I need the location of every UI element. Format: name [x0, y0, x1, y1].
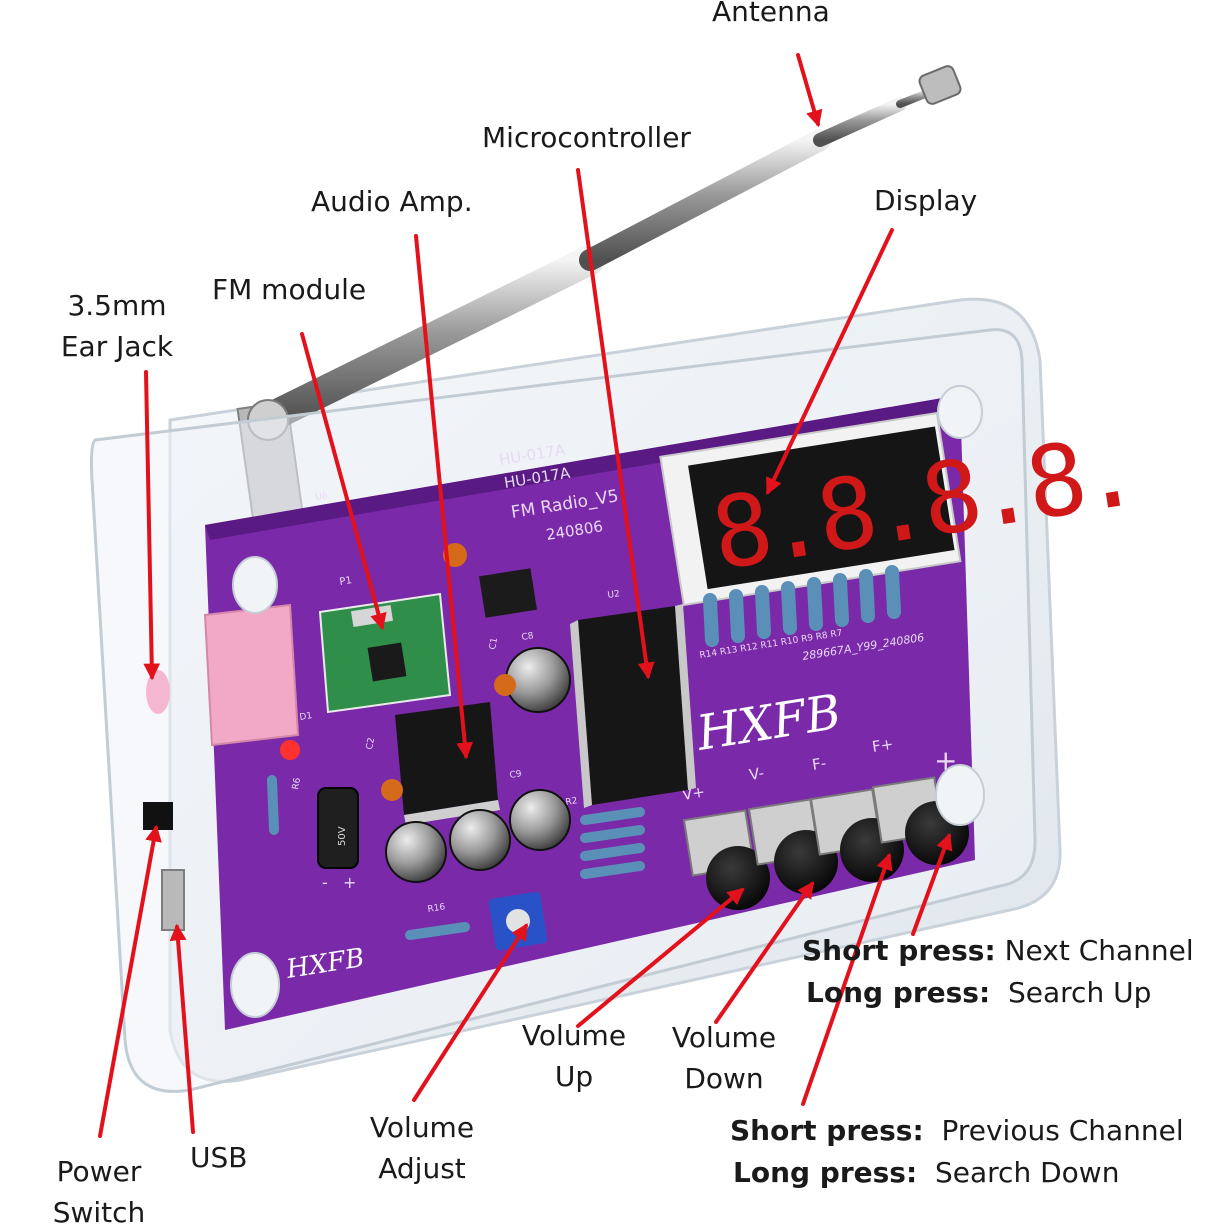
label-usb: USB [190, 1141, 248, 1174]
resistor-group [267, 775, 645, 940]
arrow-antenna [796, 53, 823, 128]
arrow-audio-amp [414, 234, 474, 760]
arrow-power-switch [98, 824, 162, 1138]
pcb-d1: D1 [299, 711, 313, 723]
arrow-volume-down [714, 881, 814, 1024]
prev-long-key: Long press: [733, 1156, 918, 1189]
prev-channel-long: Long press: Search Down [730, 1152, 1184, 1194]
pcb-cap-minus: - [322, 873, 328, 892]
next-long-key: Long press: [806, 976, 991, 1009]
pcb-r6: R6 [291, 777, 303, 791]
pcb-r2: R2 [565, 796, 578, 808]
prev-channel-description: Short press: Previous Channel Long press… [730, 1110, 1184, 1194]
prev-short-value: Previous Channel [941, 1114, 1184, 1147]
pcb-u6: U6 [315, 491, 329, 503]
label-vol-down-line2: Down [684, 1062, 764, 1096]
pcb-btn-vminus: V- [748, 764, 765, 784]
label-ear-jack: 3.5mm Ear Jack [52, 289, 182, 364]
label-vol-up-line1: Volume [521, 1019, 627, 1052]
fm-module [318, 592, 452, 714]
label-ear-jack-line1: 3.5mm [67, 289, 167, 322]
label-power-line1: Power [56, 1155, 142, 1188]
arrow-usb [169, 923, 195, 1134]
label-vol-adjust-line2: Adjust [378, 1152, 466, 1186]
audio-amp-chip [395, 702, 500, 825]
next-channel-short: Short press: Next Channel [802, 930, 1194, 972]
next-channel-long: Long press: Search Up [802, 972, 1194, 1014]
arrow-display [766, 228, 894, 496]
button-volume-down[interactable] [747, 798, 838, 894]
label-ear-jack-line2: Ear Jack [60, 330, 174, 364]
voltage-regulator [479, 568, 537, 618]
capacitor [449, 809, 511, 871]
label-antenna: Antenna [712, 0, 830, 28]
pcb-btn-fminus: F- [811, 754, 828, 774]
capacitor [509, 789, 571, 851]
pcb-edge [205, 395, 965, 540]
arrow-prev-channel [801, 852, 893, 1106]
prev-long-value: Search Down [935, 1156, 1120, 1189]
pcb-c9: C9 [509, 769, 523, 781]
label-vol-down-line1: Volume [671, 1021, 777, 1054]
mounting-post [230, 385, 985, 1018]
arrow-next-channel [911, 832, 953, 936]
ceramic-capacitor [381, 779, 403, 801]
usb-port [161, 869, 185, 931]
label-power-switch: Power Switch [40, 1155, 158, 1229]
power-switch [143, 802, 173, 830]
next-channel-description: Short press: Next Channel Long press: Se… [802, 930, 1194, 1014]
button-volume-up[interactable] [682, 809, 770, 910]
resistor-array [703, 565, 901, 647]
arrow-volume-up [576, 887, 745, 1028]
arrow-microcontroller [576, 168, 655, 680]
arrow-fm-module [300, 332, 387, 631]
pcb-c1: C1 [488, 637, 500, 651]
label-volume-adjust: Volume Adjust [358, 1111, 486, 1186]
next-short-key: Short press: [802, 934, 996, 967]
capacitor [385, 821, 447, 883]
pcb-c8: C8 [521, 631, 535, 643]
pcb-p1: P1 [339, 575, 353, 588]
capacitor [505, 647, 571, 713]
label-audio-amp: Audio Amp. [311, 185, 473, 218]
label-fm-module: FM module [212, 273, 367, 306]
capacitor-large: 50V [317, 787, 359, 869]
label-volume-up: Volume Up [510, 1019, 638, 1094]
arrow-volume-adjust [412, 923, 528, 1102]
pcb-c2: C2 [365, 737, 377, 751]
arrow-ear-jack [143, 370, 161, 681]
microcontroller-chip [570, 604, 696, 808]
ear-jack-port [146, 603, 300, 747]
pcb-r16: R16 [427, 902, 446, 915]
prev-short-key: Short press: [730, 1114, 924, 1147]
label-display: Display [874, 184, 978, 217]
next-long-value: Search Up [1008, 976, 1152, 1009]
label-vol-adjust-line1: Volume [369, 1111, 475, 1144]
label-microcontroller: Microcontroller [482, 121, 691, 154]
label-power-line2: Switch [52, 1196, 146, 1229]
pcb-cap-plus: + [343, 873, 356, 892]
prev-channel-short: Short press: Previous Channel [730, 1110, 1184, 1152]
label-volume-down: Volume Down [660, 1021, 788, 1096]
pcb-u2: U2 [607, 589, 621, 601]
svg-text:50V: 50V [337, 826, 348, 846]
pcb-btn-fplus: F+ [871, 735, 895, 756]
led [280, 740, 300, 760]
next-short-value: Next Channel [1004, 934, 1194, 967]
ceramic-capacitor [494, 674, 516, 696]
label-vol-up-line2: Up [554, 1060, 594, 1094]
